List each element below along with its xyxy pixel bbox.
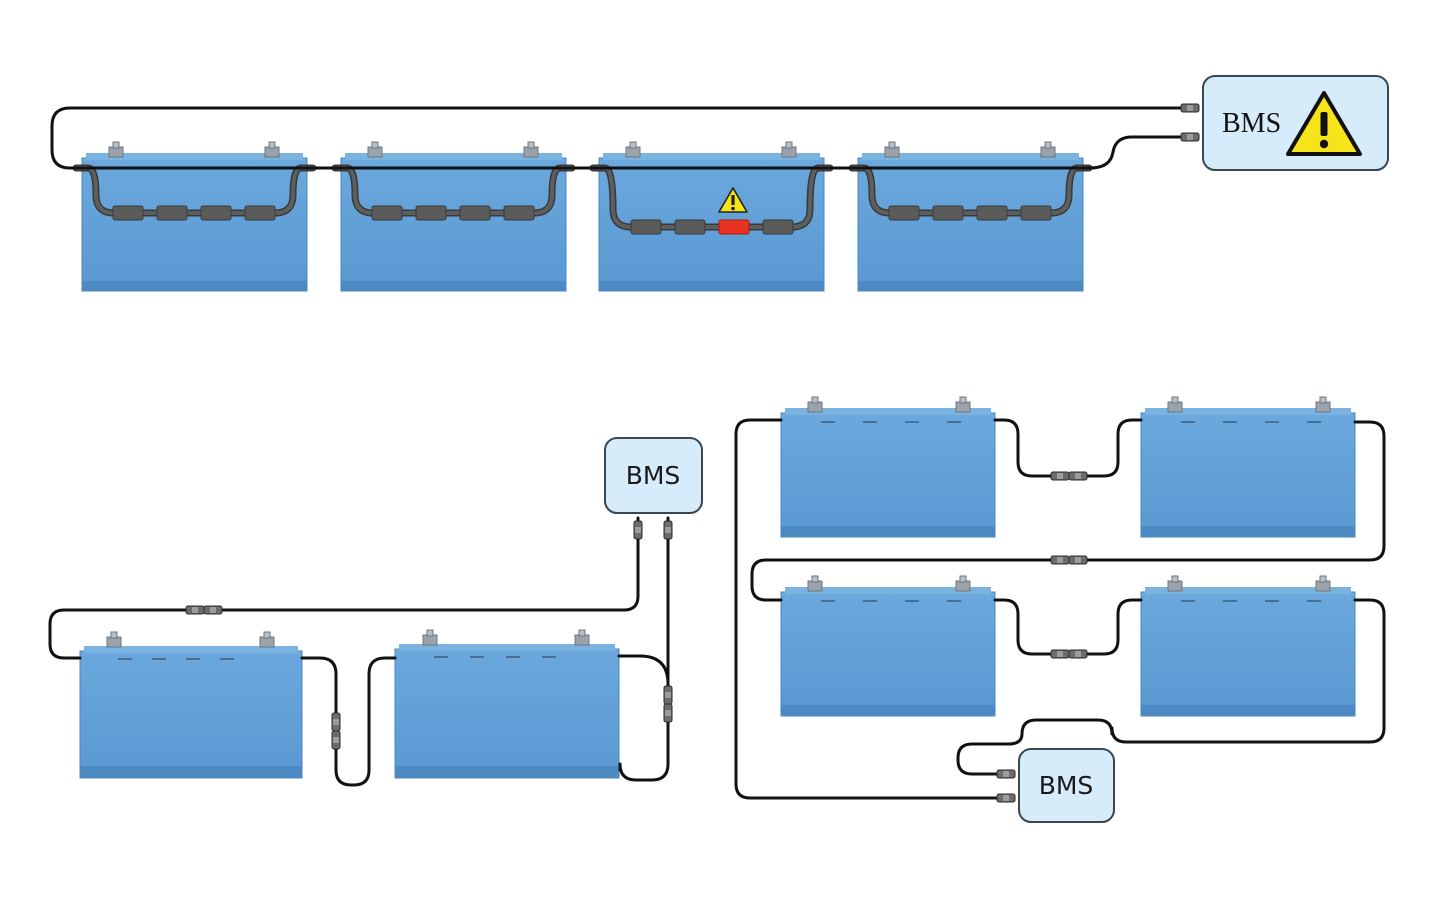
cell (888, 205, 920, 221)
cell (415, 205, 447, 221)
br-battery-1 (780, 396, 996, 538)
bl-bms-plug-2 (663, 520, 673, 540)
top-battery-3 (589, 141, 834, 292)
br-connector-row1 (1050, 471, 1088, 481)
bl-connector-top (185, 605, 223, 615)
br-connector-across (1050, 555, 1088, 565)
cell (630, 219, 662, 235)
cell (459, 205, 491, 221)
faulty-cell (718, 219, 750, 235)
warning-triangle-icon (1286, 91, 1362, 156)
cell (976, 205, 1008, 221)
top-battery-1 (72, 141, 317, 292)
top-battery-2 (331, 141, 576, 292)
br-bms-plug-2 (996, 793, 1016, 803)
cell (762, 219, 794, 235)
bottom-right-bms-label: BMS (1039, 771, 1094, 800)
top-sense-wire-upper (50, 106, 1192, 170)
bottom-left-bms-label: BMS (626, 461, 681, 490)
bl-connector-mid (331, 712, 341, 750)
br-wire-row2-right (956, 598, 1386, 776)
br-battery-3 (780, 575, 996, 717)
bl-bms-plug-1 (633, 520, 643, 540)
bottom-right-bms-box[interactable]: BMS (1018, 748, 1115, 823)
bottom-left-bms-box[interactable]: BMS (604, 437, 703, 514)
br-bms-plug-1 (996, 769, 1016, 779)
bl-connector-right (663, 685, 673, 723)
br-batteries (780, 396, 1356, 717)
br-connector-row2 (1050, 649, 1088, 659)
bl-wire-between (300, 656, 397, 787)
bl-wire-left (48, 516, 640, 660)
top-bms-label: BMS (1222, 108, 1281, 139)
br-wire-row2-link (993, 598, 1143, 656)
top-batteries (72, 141, 1093, 292)
br-battery-2 (1140, 396, 1356, 538)
cell (1020, 205, 1052, 221)
bottom-left-system: BMS (48, 437, 703, 787)
br-wire-outer-left (734, 418, 1002, 800)
cell (371, 205, 403, 221)
cell (156, 205, 188, 221)
cell (674, 219, 706, 235)
cell (503, 205, 535, 221)
top-battery-4 (848, 141, 1093, 292)
bl-battery-2 (394, 629, 620, 779)
br-battery-4 (1140, 575, 1356, 717)
bl-wire-right (617, 654, 670, 782)
top-bms-connector-2 (1180, 132, 1200, 142)
cell (932, 205, 964, 221)
top-bms-connector-1 (1180, 103, 1200, 113)
cell (244, 205, 276, 221)
bottom-right-system: BMS (734, 396, 1386, 823)
top-system: BMS (50, 75, 1389, 292)
cell (112, 205, 144, 221)
cell-warning-icon (718, 187, 748, 213)
top-bms-box[interactable]: BMS (1202, 75, 1389, 171)
br-wire-row1-link (993, 418, 1143, 478)
cell (200, 205, 232, 221)
bl-battery-1 (79, 631, 303, 779)
